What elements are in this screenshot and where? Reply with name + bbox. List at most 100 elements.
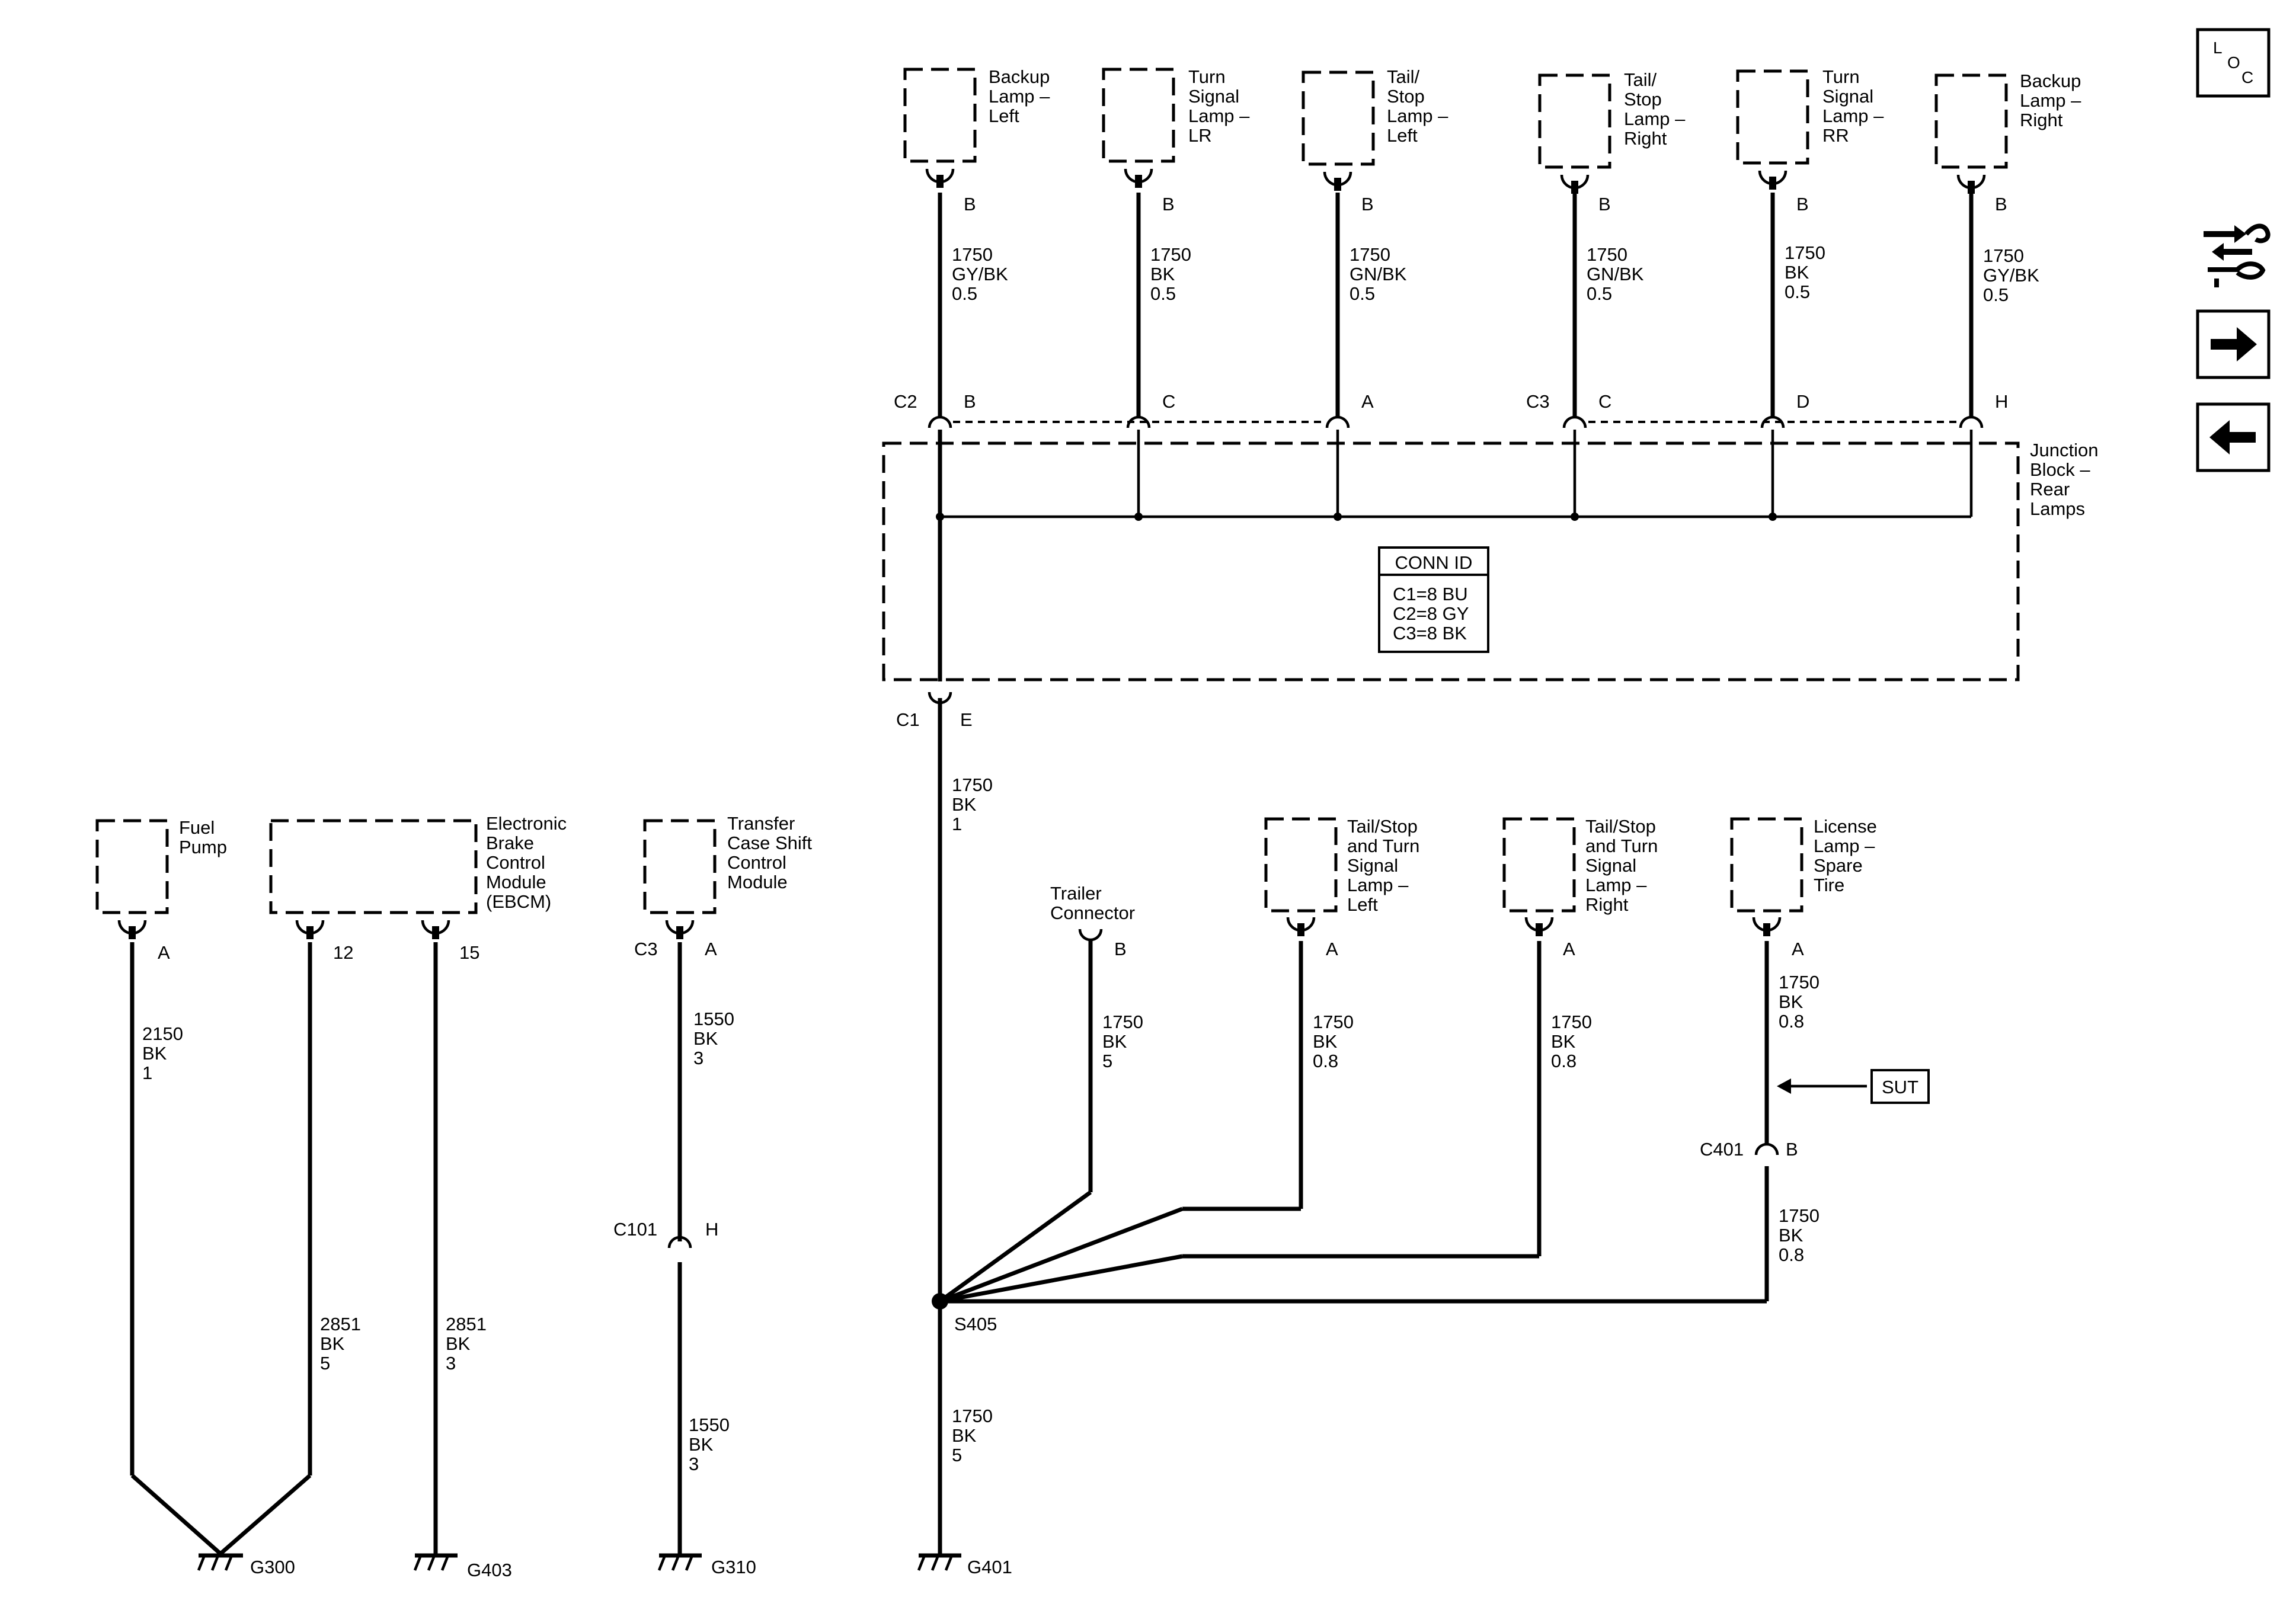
transfer-case-module[interactable]: Transfer Case Shift Control Module	[643, 813, 812, 939]
svg-text:BK: BK	[1551, 1031, 1576, 1052]
svg-text:1750: 1750	[1983, 245, 2024, 266]
conn-id-line-1: C2=8 GY	[1393, 603, 1469, 624]
pin-tc-a: A	[705, 939, 717, 959]
ground-g401	[917, 1553, 961, 1571]
ttr-label-2: Signal	[1585, 855, 1636, 876]
ttl-label-3: Lamp –	[1347, 875, 1409, 895]
left-wires	[130, 942, 682, 1555]
sut-reference[interactable]: SUT	[1777, 1069, 1930, 1104]
wire-label-ebcm15: 2851 BK 3	[446, 1314, 487, 1374]
next-page-button[interactable]	[2196, 309, 2271, 379]
top-terminals	[925, 168, 1986, 194]
turn-signal-lamp-rr[interactable]: Turn Signal Lamp – RR	[1736, 66, 1884, 165]
svg-text:2851: 2851	[446, 1314, 487, 1334]
tail-left-label-3: Left	[1387, 125, 1418, 146]
arrow-right-icon	[2211, 327, 2257, 361]
backup-lamp-left-label-0: Backup	[989, 66, 1050, 87]
turn-lr-label-0: Turn	[1188, 66, 1226, 87]
svg-text:1750: 1750	[1313, 1012, 1354, 1032]
ttr-label-1: and Turn	[1585, 836, 1658, 856]
tail-right-label-2: Lamp –	[1624, 108, 1686, 129]
swap-connectors-icon[interactable]	[2204, 223, 2271, 287]
transfer-label-3: Module	[727, 872, 788, 892]
transfer-label-0: Transfer	[727, 813, 795, 834]
ttl-label-1: and Turn	[1347, 836, 1419, 856]
svg-text:BK: BK	[1785, 262, 1809, 283]
tail-right-label-0: Tail/	[1624, 69, 1657, 90]
turn-rr-label-3: RR	[1822, 125, 1849, 146]
license-lamp-spare-tire[interactable]: License Lamp – Spare Tire	[1730, 816, 1877, 936]
wire-label-lic-bot: 1750 BK 0.8	[1779, 1205, 1819, 1265]
top-wires	[938, 193, 1974, 418]
svg-text:BK: BK	[952, 1425, 977, 1446]
junction-block-rear-lamps[interactable]: Junction Block – Rear Lamps	[882, 440, 2098, 681]
svg-text:3: 3	[446, 1353, 456, 1374]
backup-lamp-left-label-2: Left	[989, 105, 1019, 126]
c1-pin-e: E	[960, 709, 973, 730]
svg-text:1750: 1750	[1350, 244, 1390, 265]
pin-backup-right: B	[1995, 194, 2007, 215]
previous-page-button[interactable]	[2196, 402, 2271, 472]
svg-text:GY/BK: GY/BK	[1983, 265, 2039, 286]
svg-text:2851: 2851	[320, 1314, 361, 1334]
c3-pin-d: D	[1796, 391, 1809, 412]
svg-text:2150: 2150	[142, 1023, 183, 1044]
svg-text:1750: 1750	[1779, 1205, 1819, 1226]
svg-text:BK: BK	[952, 794, 977, 815]
backup-lamp-left[interactable]: Backup Lamp – Left	[903, 66, 1050, 163]
backup-lamp-right[interactable]: Backup Lamp – Right	[1934, 71, 2081, 169]
backup-right-label-2: Right	[2020, 110, 2063, 130]
svg-text:1750: 1750	[1551, 1012, 1592, 1032]
fuel-pump[interactable]: Fuel Pump	[95, 817, 227, 939]
wire-label-tc-top: 1550 BK 3	[693, 1009, 734, 1068]
wire-label-tc-bot: 1550 BK 3	[689, 1414, 730, 1474]
wire-label-backup-left: 1750 GY/BK 0.5	[952, 244, 1008, 304]
tail-stop-turn-lamp-left[interactable]: Tail/Stop and Turn Signal Lamp – Left	[1264, 816, 1419, 936]
ebcm[interactable]: Electronic Brake Control Module (EBCM)	[269, 813, 567, 939]
c3-label: C3	[1526, 391, 1550, 412]
c1-label: C1	[896, 709, 920, 730]
turn-lr-label-1: Signal	[1188, 86, 1239, 107]
ground-g403-label: G403	[467, 1560, 512, 1580]
pin-tail-right: B	[1598, 194, 1611, 215]
ttl-label-4: Left	[1347, 894, 1378, 915]
fuel-pump-label-0: Fuel	[179, 817, 215, 838]
ebcm-label-1: Brake	[486, 833, 534, 853]
fuel-pump-label-1: Pump	[179, 837, 227, 857]
ttr-label-3: Lamp –	[1585, 875, 1647, 895]
wire-label-turn-lr: 1750 BK 0.5	[1150, 244, 1191, 304]
sut-label: SUT	[1882, 1077, 1918, 1097]
tail-stop-turn-lamp-right[interactable]: Tail/Stop and Turn Signal Lamp – Right	[1502, 816, 1658, 936]
loc-button[interactable]: L O C	[2196, 28, 2271, 98]
tail-left-label-1: Stop	[1387, 86, 1425, 107]
ttl-label-0: Tail/Stop	[1347, 816, 1418, 837]
wire-label-backup-right: 1750 GY/BK 0.5	[1983, 245, 2039, 305]
ttl-label-2: Signal	[1347, 855, 1398, 876]
wire-label-c1: 1750 BK 1	[952, 774, 993, 834]
ebcm-label-3: Module	[486, 872, 546, 892]
svg-text:1: 1	[952, 814, 962, 834]
c2-label: C2	[894, 391, 917, 412]
c101-label: C101	[613, 1219, 657, 1240]
license-label-0: License	[1814, 816, 1877, 837]
svg-text:1750: 1750	[1102, 1012, 1143, 1032]
svg-text:0.8: 0.8	[1779, 1244, 1804, 1265]
wire-label-trailer: 1750 BK 5	[1102, 1012, 1143, 1071]
svg-text:1750: 1750	[952, 774, 993, 795]
junction-label-2: Rear	[2030, 479, 2070, 500]
tail-stop-lamp-right[interactable]: Tail/ Stop Lamp – Right	[1538, 69, 1686, 169]
arrow-left-icon	[2209, 420, 2256, 454]
turn-signal-lamp-lr[interactable]: Turn Signal Lamp – LR	[1102, 66, 1250, 163]
trailer-connector[interactable]: Trailer Connector	[1050, 883, 1135, 942]
wire-label-ttl: 1750 BK 0.8	[1313, 1012, 1354, 1071]
svg-text:BK: BK	[446, 1333, 471, 1354]
tail-stop-lamp-left[interactable]: Tail/ Stop Lamp – Left	[1302, 66, 1448, 166]
svg-text:1550: 1550	[689, 1414, 730, 1435]
svg-text:1750: 1750	[1150, 244, 1191, 265]
wire-label-turn-rr: 1750 BK 0.5	[1785, 242, 1825, 302]
svg-text:GN/BK: GN/BK	[1350, 264, 1407, 284]
loc-letter-c: C	[2241, 68, 2253, 87]
svg-text:GY/BK: GY/BK	[952, 264, 1008, 284]
wire-label-g401: 1750 BK 5	[952, 1406, 993, 1465]
svg-text:0.8: 0.8	[1551, 1051, 1576, 1071]
